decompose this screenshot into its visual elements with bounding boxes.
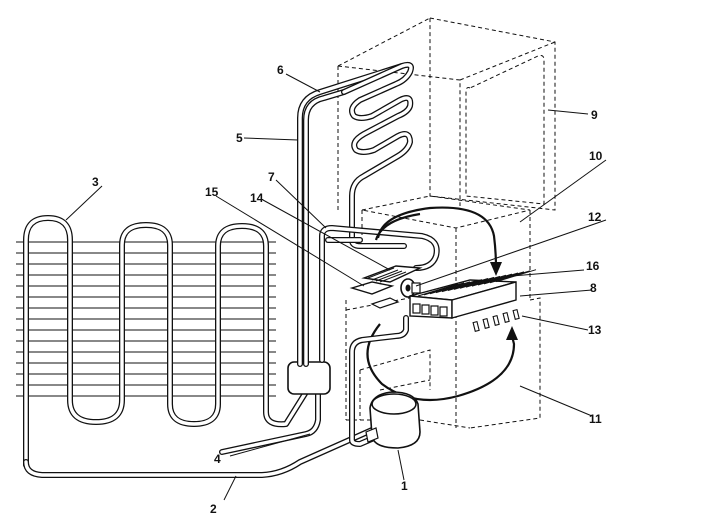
label-15: 15 [205, 185, 219, 199]
label-6: 6 [277, 63, 284, 77]
condenser-fins [16, 241, 276, 397]
condenser-tube [23, 215, 309, 468]
evaporator-fin [435, 280, 477, 294]
compressor [365, 391, 421, 449]
discharge-line [23, 427, 375, 478]
label-12: 12 [588, 210, 602, 224]
callout-labels: 1 2 3 4 5 6 7 8 9 10 11 12 13 14 15 16 [92, 63, 603, 516]
label-9: 9 [591, 108, 598, 122]
filter-drier [287, 361, 331, 395]
evaporator-fin [423, 282, 465, 296]
freezer-evaporator-coil [341, 61, 414, 249]
label-7: 7 [268, 170, 275, 184]
evaporator-fin [471, 273, 513, 287]
connecting-tube [319, 225, 440, 363]
evaporator-fin [417, 283, 459, 297]
label-1: 1 [401, 479, 408, 493]
label-3: 3 [92, 175, 99, 189]
evaporator-fin [489, 270, 531, 284]
evaporator-fin [483, 271, 525, 285]
airflow-arrows [366, 206, 518, 402]
evaporator-fin [459, 275, 501, 289]
evaporator-fin [465, 274, 507, 288]
evaporator-fin [429, 281, 471, 295]
heater-element [361, 265, 423, 283]
suction-line [219, 391, 321, 455]
evaporator-block [409, 269, 537, 319]
label-10: 10 [589, 149, 603, 163]
label-14: 14 [250, 191, 264, 205]
label-5: 5 [236, 131, 243, 145]
evaporator-fin [441, 279, 483, 293]
fan-motor [400, 278, 421, 298]
label-16: 16 [586, 259, 600, 273]
return-line [349, 315, 409, 447]
evaporator-fin [477, 272, 519, 286]
label-11: 11 [589, 412, 602, 426]
evaporator-fin [447, 278, 489, 291]
label-13: 13 [588, 323, 602, 337]
label-4: 4 [214, 452, 221, 466]
drain-tray [349, 281, 400, 309]
label-2: 2 [210, 502, 217, 516]
air-vents [472, 308, 520, 333]
evaporator-fin [453, 276, 495, 290]
label-8: 8 [590, 281, 597, 295]
leader-lines [65, 73, 607, 501]
